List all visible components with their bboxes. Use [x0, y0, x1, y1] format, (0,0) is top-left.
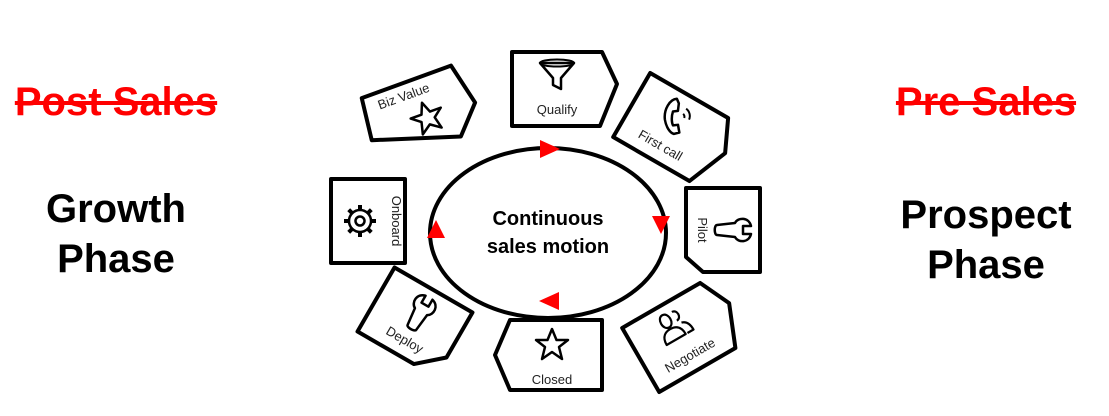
step-label-onboard: Onboard: [389, 196, 404, 247]
step-label-closed: Closed: [532, 372, 572, 387]
growth-phase-line2: Phase: [57, 237, 175, 281]
step-onboard: Onboard: [329, 177, 407, 265]
cycle-loop: [428, 146, 668, 320]
step-pilot: Pilot: [684, 186, 762, 274]
step-closed: Closed: [493, 318, 604, 392]
pre-sales-struck-label: Pre Sales: [895, 80, 1077, 124]
center-label-line2: sales motion: [487, 236, 609, 258]
step-qualify: Qualify: [510, 50, 619, 128]
step-label-qualify: Qualify: [537, 102, 578, 117]
step-label-pilot: Pilot: [695, 217, 710, 243]
cycle-arrow-top: [540, 140, 560, 158]
step-negotiate: Negotiate: [620, 280, 738, 395]
center-label-line1: Continuous: [492, 208, 603, 230]
step-biz-value: Biz Value: [359, 63, 478, 143]
post-sales-struck-label: Post Sales: [14, 80, 218, 124]
prospect-phase-line1: Prospect: [900, 193, 1072, 237]
left-phase-block: Post Sales Growth Phase: [0, 82, 232, 284]
cycle-arrow-bottom: [539, 292, 559, 310]
step-deploy: Deploy: [355, 265, 475, 367]
cycle-arrow-right: [652, 216, 670, 234]
cycle-arrow-left: [427, 220, 445, 238]
growth-phase-line1: Growth: [46, 187, 186, 231]
right-phase-block: Pre Sales Prospect Phase: [870, 82, 1102, 290]
prospect-phase-line2: Phase: [927, 243, 1045, 287]
